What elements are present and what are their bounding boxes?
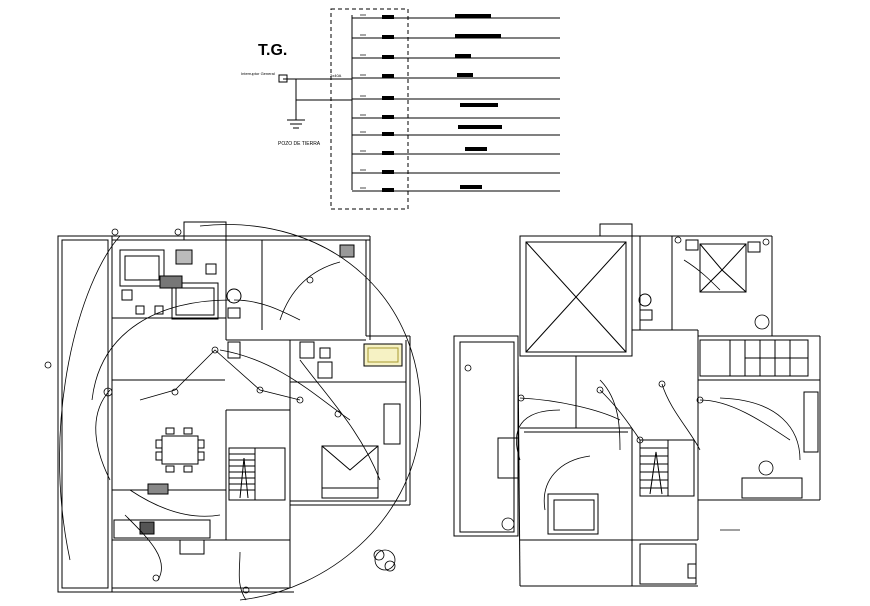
sofa-left xyxy=(119,249,165,287)
wiring-arcs-left xyxy=(59,224,422,601)
single-line-diagram xyxy=(278,8,560,210)
floor-plan-ground xyxy=(44,221,422,601)
ground-icon xyxy=(287,100,305,129)
main-switch-symbol xyxy=(278,74,288,83)
bed-top-right xyxy=(699,243,747,293)
circuit-tags xyxy=(360,14,366,189)
board-title: T.G. xyxy=(258,42,287,59)
plant-icon-right xyxy=(501,314,774,531)
ground-label: POZO DE TIERRA xyxy=(278,141,321,147)
breaker-label: 2x40A xyxy=(330,73,342,78)
distribution-board-outline xyxy=(330,8,409,210)
fixture-markers xyxy=(44,228,342,594)
circuit-lines xyxy=(352,17,560,192)
floor-plan-upper xyxy=(453,223,821,587)
stairs-right xyxy=(639,439,695,497)
wiring-arcs-right xyxy=(516,259,801,531)
breaker-marks xyxy=(382,15,394,192)
bathtub xyxy=(363,343,403,367)
bed-left xyxy=(321,445,379,499)
fixture-markers-right xyxy=(464,236,770,444)
stairs-left xyxy=(228,447,286,501)
circuit-label-bars xyxy=(455,14,502,189)
dining-table xyxy=(155,427,205,473)
plant-icon xyxy=(373,549,396,572)
main-switch-label: Interruptor General xyxy=(241,71,275,76)
